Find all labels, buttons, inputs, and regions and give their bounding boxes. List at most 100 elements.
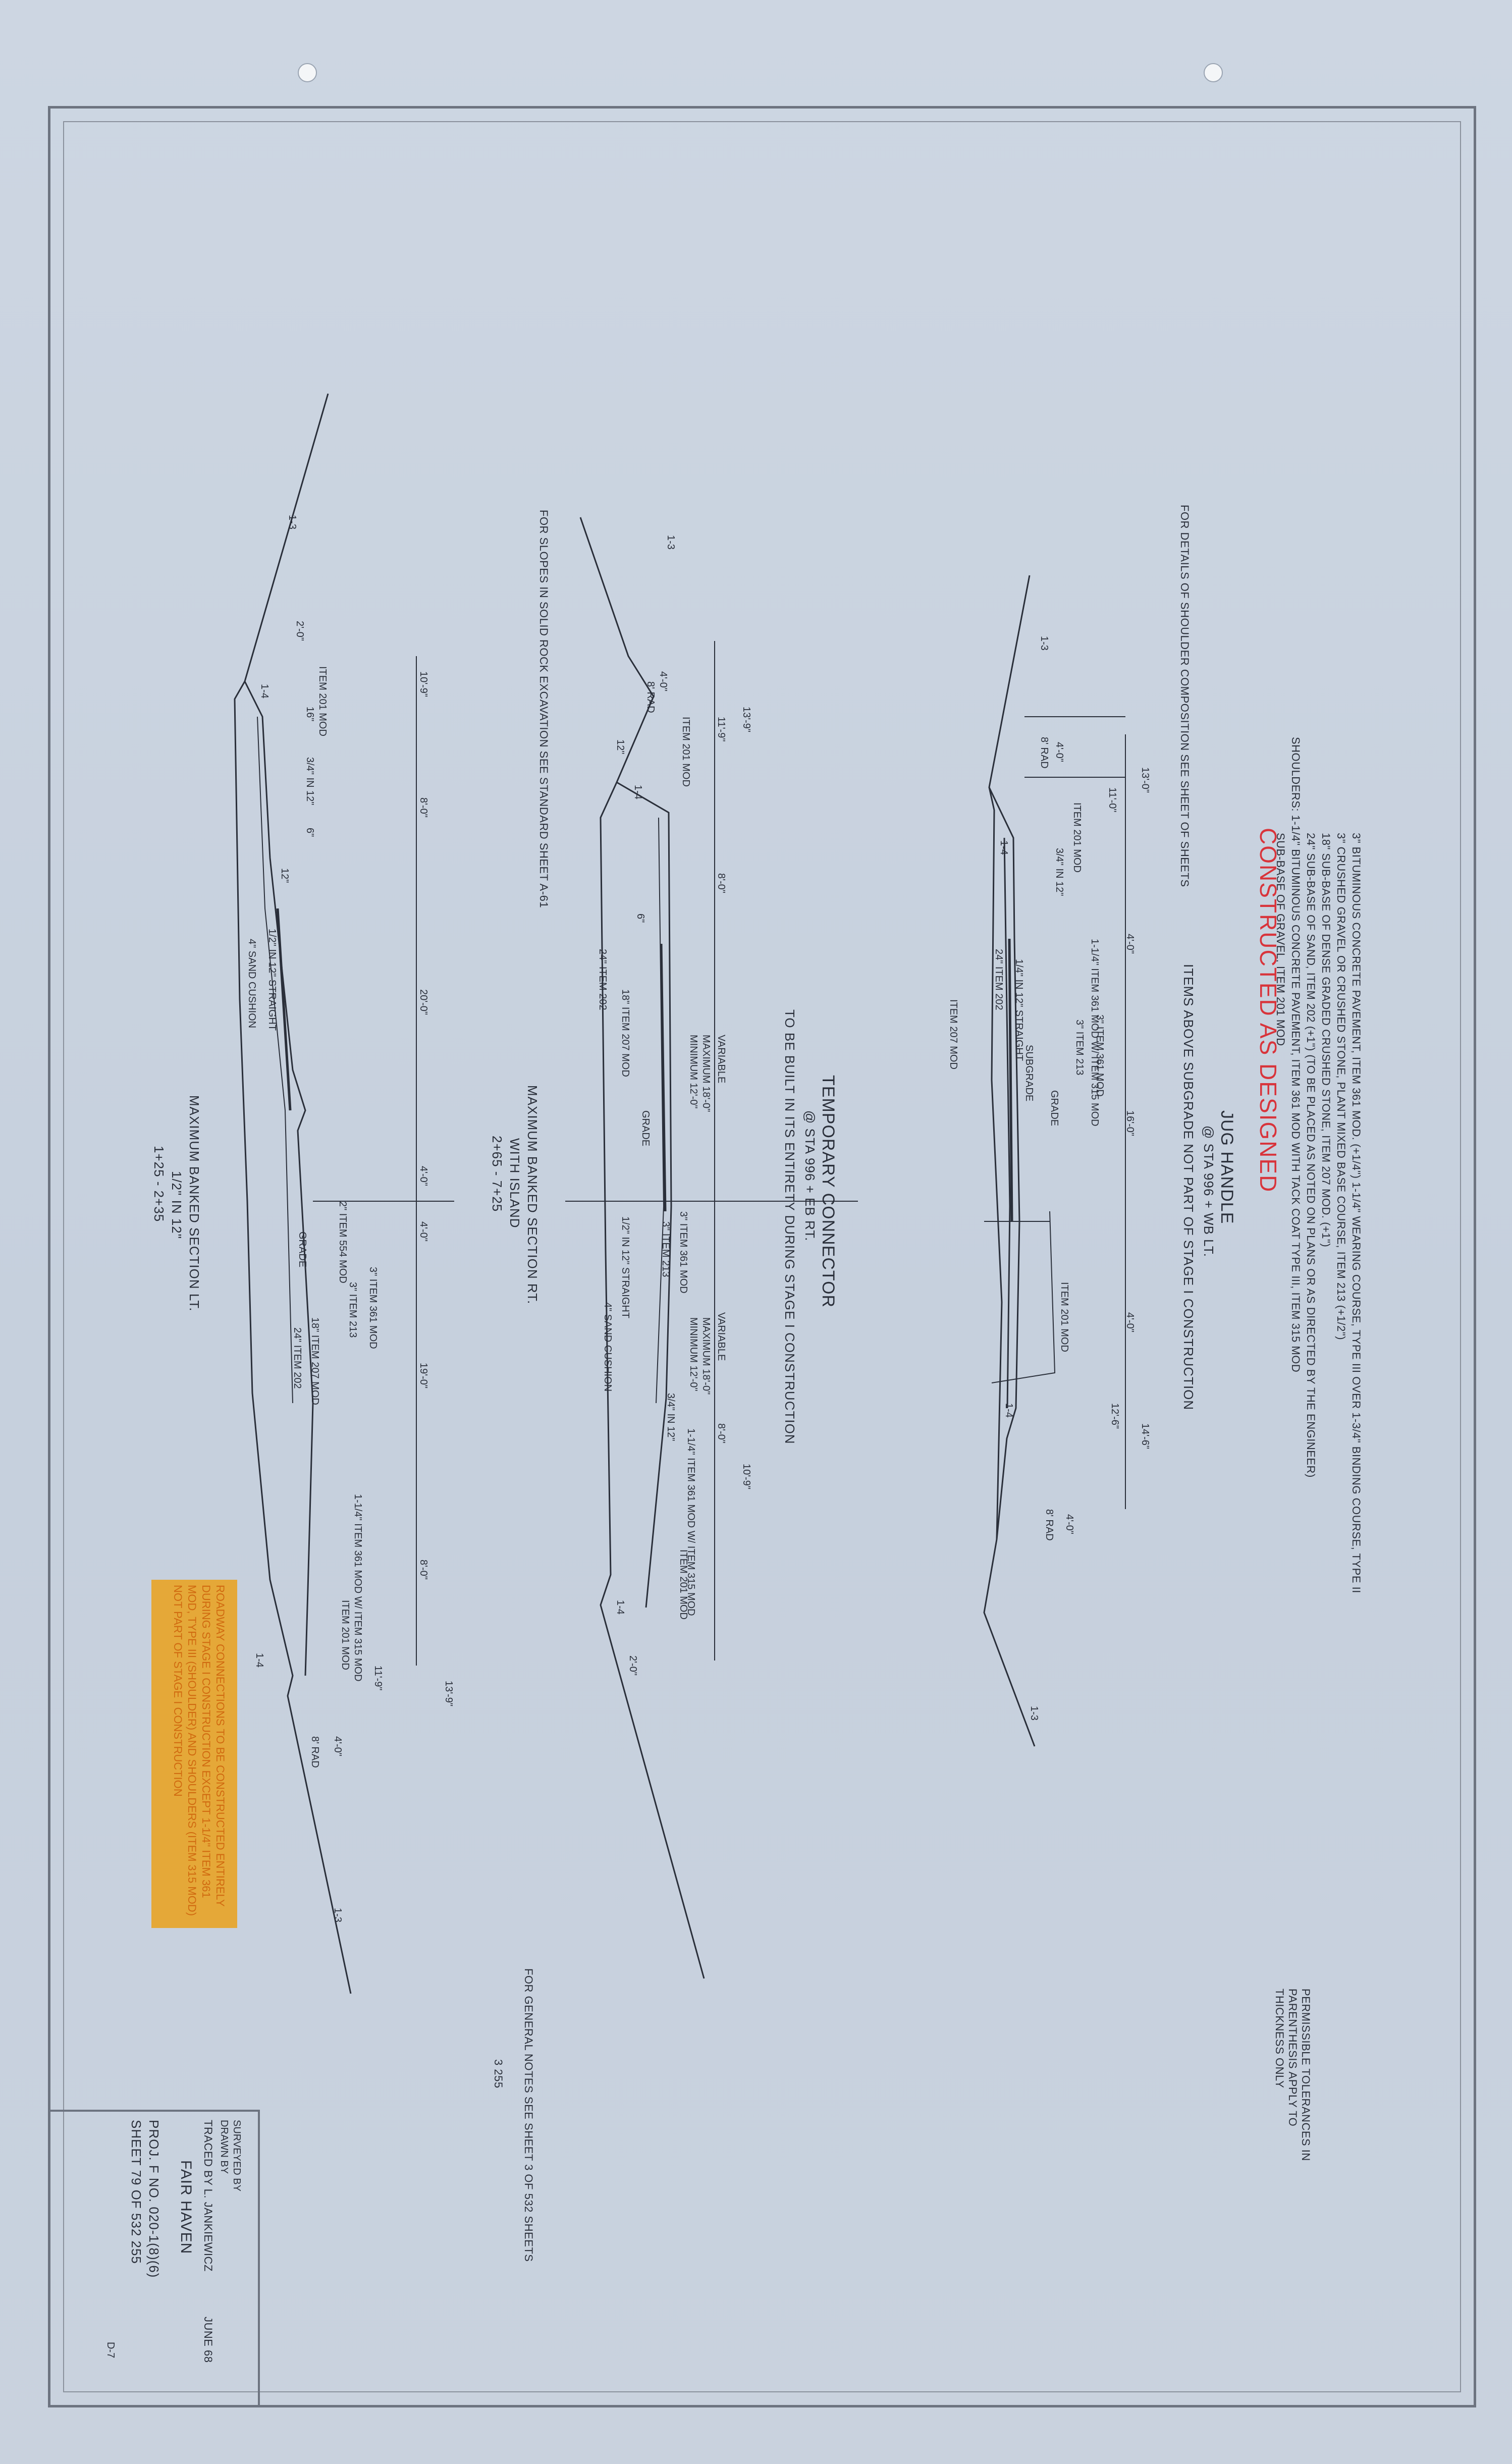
tc-slope1: 1-3 [665,535,676,550]
tc-pitch: 3/4" IN 12" [665,1393,676,1441]
jug-h2: 4'-0" [1064,1514,1075,1534]
punch-hole [1204,63,1223,82]
lt-dim-13: 13'-9" [443,1681,454,1706]
jug-handle-title: JUG HANDLE [1217,1110,1236,1224]
jug-slope2: 1-3 [1029,1706,1040,1721]
lt-tack: 1-1/4" ITEM 361 MOD W/ ITEM 315 MOD [352,1494,363,1682]
lt-item201b: ITEM 201 MOD [340,1600,351,1670]
lt-dim-8: 8'-0" [418,797,429,818]
tc-dim-8b: 8'-0" [716,1423,727,1443]
tc-straight: 1/2" IN 12" STRAIGHT [620,1216,631,1319]
jug-pitch: 3/4" IN 12" [1054,848,1065,896]
connector-section-sta: 2+65 - 7+25 [490,1136,505,1212]
note-base-course: 3" CRUSHED GRAVEL OR CRUSHED STONE, PLAN… [1335,833,1347,1341]
tc-grade: GRADE [640,1110,651,1147]
jug-rad1: 8' RAD [1039,737,1050,769]
tc-c12: 12" [615,739,626,755]
jug-handle-section [983,575,1126,1747]
tc-max1: MAXIMUM 18'-0" [700,1035,712,1112]
tc-sand: 4" SAND CUSHION [602,1302,613,1392]
note-pavement: 3" BITUMINOUS CONCRETE PAVEMENT, ITEM 36… [1350,833,1363,1593]
connector-section-title: MAXIMUM BANKED SECTION RT. [525,1085,540,1305]
jug-item213: 3" ITEM 213 [1074,1020,1085,1076]
jug-dim-11: 11'-0" [1107,787,1118,813]
note-general-pages: 3 255 [492,2059,505,2088]
lt-dim-4b: 4'-0" [418,1221,429,1242]
note-rock-slopes: FOR SLOPES IN SOLID ROCK EXCAVATION SEE … [537,510,550,908]
punch-hole [298,63,317,82]
lt-dim-8b: 8'-0" [418,1560,429,1580]
lt-dim-10: 10'-9" [418,671,429,697]
lt-item554: 2" ITEM 554 MOD [337,1201,348,1283]
lt-straight: 1/2" IN 12" STRAIGHT [266,929,278,1031]
connector-station: @ STA 996 + EB RT. [802,1110,818,1242]
jug-handle-station: @ STA 996 + WB LT. [1201,1126,1216,1257]
tb-surveyed: SURVEYED BY [231,2120,242,2191]
tc-max2: MAXIMUM 18'-0" [700,1317,712,1395]
jug-dim-4b: 4'-0" [1124,1312,1136,1332]
jug-slope1: 1-3 [1039,636,1050,651]
lt-item201: ITEM 201 MOD [317,666,328,736]
lt-dim-4: 4'-0" [418,1166,429,1186]
connector-title: TEMPORARY CONNECTOR [819,1075,838,1308]
connector-subtitle: TO BE BUILT IN ITS ENTIRETY DURING STAGE… [782,1009,797,1444]
jug-item201b: ITEM 201 MOD [1059,1282,1070,1352]
lt-c12: 12" [279,868,290,883]
lt-item361: 3" ITEM 361 MOD [367,1267,379,1349]
tb-project: PROJ. F NO. 020-1(8)(6) [146,2120,161,2278]
note-shoulders: SHOULDERS: 1-1/4" BITUMINOUS CONCRETE PA… [1289,737,1302,1373]
lt-item202: 24" ITEM 202 [292,1327,303,1389]
jug-rad2: 8' RAD [1044,1509,1055,1541]
jug-h1: 4'-0" [1054,742,1065,762]
tc-dim-13: 13'-9" [741,707,752,732]
tc-h2: 4'-0" [658,671,669,691]
tc-rad1: 8' RAD [645,681,656,713]
tc-dim-8: 8'-0" [716,873,727,893]
lt-slope4: 1-3 [332,1908,343,1922]
tb-date: JUNE 68 [202,2317,214,2363]
tb-town: FAIR HAVEN [178,2160,194,2255]
note-subbase-sand: 24" SUB-BASE OF SAND, ITEM 202 (+1") (TO… [1305,833,1317,1478]
connector-section-sub: WITH ISLAND [507,1138,522,1228]
lt-slope3: 1-4 [254,1653,265,1668]
lt-c6: 6" [304,828,315,837]
tc-item202: 24" ITEM 202 [597,949,608,1010]
lt-item213: 3" ITEM 213 [347,1282,358,1338]
note-shoulder-details: FOR DETAILS OF SHOULDER COMPOSITION SEE … [1178,505,1191,887]
tb-drawn: DRAWN BY [219,2120,230,2174]
tc-min2: MINIMUM 12'-0" [688,1317,699,1391]
jug-dim-12: 12'-6" [1109,1403,1120,1429]
lt-dim-11: 11'-9" [372,1666,384,1691]
lt-section-title: MAXIMUM BANKED SECTION LT. [187,1095,202,1312]
jug-slope3: 1-4 [998,840,1009,855]
lt-dim-19: 19'-0" [418,1363,429,1388]
tc-var1: VARIABLE [716,1035,727,1084]
tc-slope2: 1-4 [632,785,643,799]
tc-c6: 6" [635,914,646,923]
tb-code: D-7 [105,2342,116,2359]
tc-item361: 3" ITEM 361 MOD [678,1211,689,1294]
lt-h1: 2'-0" [294,621,305,641]
jug-dim-16: 16'-0" [1124,1110,1136,1136]
lt-grade: GRADE [297,1231,308,1268]
lt-pitch: 3/4" IN 12" [304,757,315,806]
sheet-inner-border [63,121,1461,2392]
sheet-border [48,106,1476,2407]
note-tolerances: PERMISSIBLE TOLERANCES IN PARENTHESIS AP… [1273,1989,1312,2161]
tc-dim-11: 11'-9" [716,717,727,742]
tc-item213: 3" ITEM 213 [660,1221,671,1277]
lt-dim-20: 20'-0" [418,989,429,1015]
title-block [48,2110,260,2407]
note-subbase-stone: 18" SUB-BASE OF DENSE GRADED CRUSHED STO… [1320,833,1332,1248]
lt-pitch-note: 1/2" IN 12" [169,1171,184,1239]
tc-item207: 18" ITEM 207 MOD [620,989,631,1077]
lt-slope2: 1-4 [259,684,270,699]
lt-h2: 4'-0" [332,1736,343,1756]
max-banked-lt-section [234,393,454,1994]
temporary-connector-section [565,517,858,1979]
yellow-note-text: ROADWAY CONNECTIONS TO BE CONSTRUCTED EN… [172,1585,227,1916]
jug-item201: ITEM 201 MOD [1071,802,1083,873]
yellow-note-box [151,1580,237,1928]
tc-h1: 2'-0" [627,1655,638,1676]
